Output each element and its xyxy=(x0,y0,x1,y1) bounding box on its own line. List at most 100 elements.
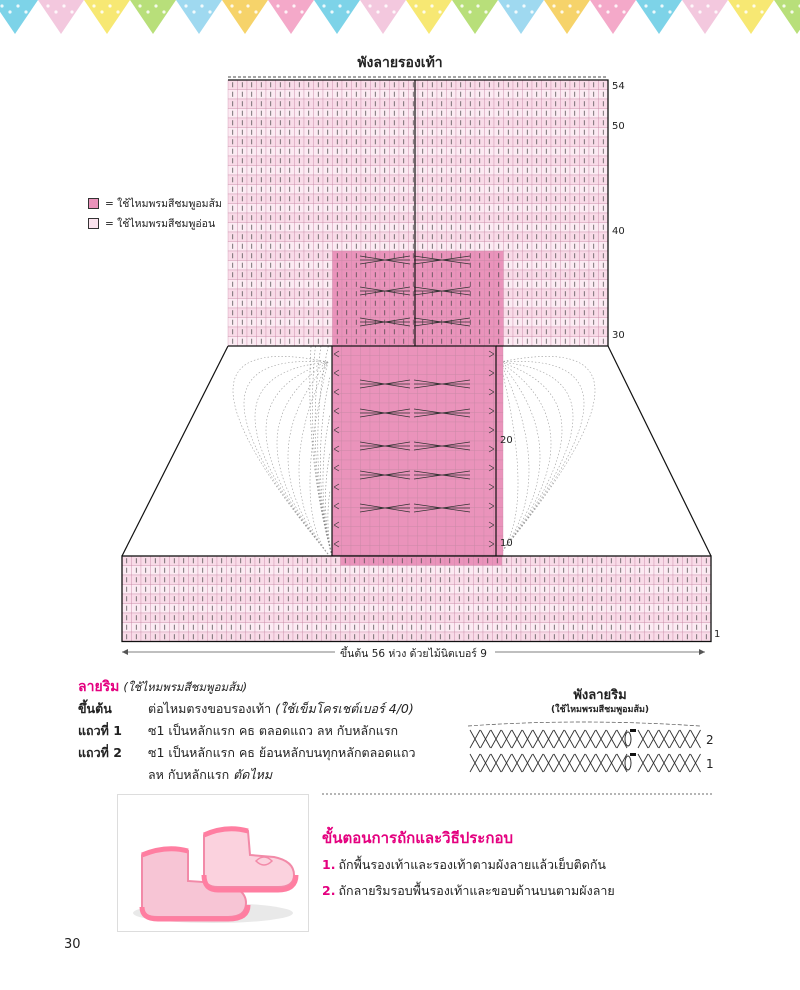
rim-stitch-mark xyxy=(585,729,596,749)
bunting-flag xyxy=(406,0,452,34)
chart-cell xyxy=(445,545,456,556)
chart-cell xyxy=(398,507,409,518)
chart-cell xyxy=(474,497,485,508)
chart-cell xyxy=(350,469,361,480)
chart-cell xyxy=(369,431,380,442)
chart-cell xyxy=(474,450,485,461)
bunting-flag xyxy=(728,0,774,34)
chart-cell xyxy=(360,507,371,518)
rim-stitch-mark xyxy=(532,729,544,749)
rim-row: ลห กับหลักแรก ตัดไหม xyxy=(78,764,478,786)
chart-cell xyxy=(388,421,399,432)
cable-cross-mark xyxy=(413,255,471,265)
chart-cell xyxy=(417,450,428,461)
chart-cell xyxy=(331,374,342,385)
list-item: 2.ถักลายริมรอบพื้นรองเท้าและขอบด้านบนตาม… xyxy=(322,878,615,904)
chart-cell xyxy=(417,516,428,527)
dotted-arc xyxy=(312,262,333,557)
chart-cell xyxy=(455,478,466,489)
chart-cell xyxy=(379,497,390,508)
chart-cell xyxy=(341,469,352,480)
chart-cell xyxy=(331,488,342,499)
chart-cell xyxy=(360,450,371,461)
cable-cross-mark xyxy=(359,379,411,389)
arrow-head-icon xyxy=(122,649,128,655)
chart-cell xyxy=(483,488,494,499)
bunting-flag xyxy=(636,0,682,34)
chart-cell xyxy=(493,497,504,508)
chart-cell xyxy=(369,478,380,489)
rim-stitch-mark xyxy=(690,729,701,749)
cable-cross-mark xyxy=(359,408,411,418)
chart-cell xyxy=(388,345,399,356)
rim-stitch-mark xyxy=(637,753,649,773)
chart-cell xyxy=(379,535,390,546)
chart-cell xyxy=(417,545,428,556)
chart-cell xyxy=(331,364,342,375)
bunting-dot xyxy=(522,4,526,8)
bunting-dot xyxy=(62,4,66,8)
upper-outline xyxy=(228,79,609,347)
chart-cell xyxy=(455,345,466,356)
bunting-dot xyxy=(430,4,434,8)
chart-cell xyxy=(341,545,352,556)
bunting-dot xyxy=(706,4,710,8)
chart-cell xyxy=(483,507,494,518)
chart-cell xyxy=(360,364,371,375)
bunting-dot xyxy=(246,4,250,8)
chart-cell xyxy=(350,497,361,508)
rim-stitch-mark xyxy=(543,753,554,773)
cable-cross-mark xyxy=(413,408,471,418)
chart-cell xyxy=(379,516,390,527)
chart-cell xyxy=(436,488,447,499)
rim-join-mark xyxy=(630,729,636,732)
chart-cell xyxy=(331,526,342,537)
chart-cell xyxy=(331,478,342,489)
chart-cell xyxy=(360,478,371,489)
chart-cell xyxy=(426,545,437,556)
cable-cross-mark xyxy=(413,441,471,451)
bunting-dot xyxy=(568,4,572,8)
chart-cell xyxy=(407,393,418,404)
chart-cell xyxy=(407,374,418,385)
chart-cell xyxy=(493,516,504,527)
rim-row-label xyxy=(78,764,148,786)
rim-stitch-mark xyxy=(658,729,670,749)
chart-cell xyxy=(455,431,466,442)
rim-row-text-italic: (ใช้เข็มโครเชต์เบอร์ 4/0) xyxy=(275,701,414,716)
chart-cell xyxy=(464,364,475,375)
chart-cell xyxy=(360,402,371,413)
baby-booties-photo xyxy=(117,794,309,932)
chart-cell xyxy=(493,507,504,518)
bunting-dot xyxy=(92,4,96,8)
chart-cell xyxy=(407,535,418,546)
dotted-arc xyxy=(322,414,333,557)
bunting-flag xyxy=(176,0,222,34)
chart-cell xyxy=(341,402,352,413)
dotted-arc xyxy=(309,361,329,555)
bunting-dot xyxy=(484,10,488,14)
chart-cell xyxy=(445,431,456,442)
chart-cell xyxy=(436,535,447,546)
chart-cell xyxy=(341,393,352,404)
decrease-mark xyxy=(333,407,340,415)
chart-cell xyxy=(474,516,485,527)
bunting-dot xyxy=(422,10,426,14)
chart-cell xyxy=(493,374,504,385)
chart-cell xyxy=(341,412,352,423)
chart-cell xyxy=(445,355,456,366)
chart-cell xyxy=(493,526,504,537)
chart-cell xyxy=(350,421,361,432)
chart-cell xyxy=(331,516,342,527)
chart-cell xyxy=(341,345,352,356)
rim-row-text-main: ซ1 เป็นหลักแรก คธ ตลอดแถว ลห กับหลักแรก xyxy=(148,723,399,738)
chart-cell xyxy=(426,535,437,546)
chart-cell xyxy=(445,488,456,499)
chart-cell xyxy=(398,412,409,423)
rim-heading: ลายริม(ใช้ไหมพรมสีชมพูอมส้ม) xyxy=(78,676,247,698)
chart-cell xyxy=(417,431,428,442)
rim-stitch-mark xyxy=(606,753,617,773)
chart-cell xyxy=(350,459,361,470)
chart-cell xyxy=(464,345,475,356)
rim-stitch-mark xyxy=(648,729,659,749)
